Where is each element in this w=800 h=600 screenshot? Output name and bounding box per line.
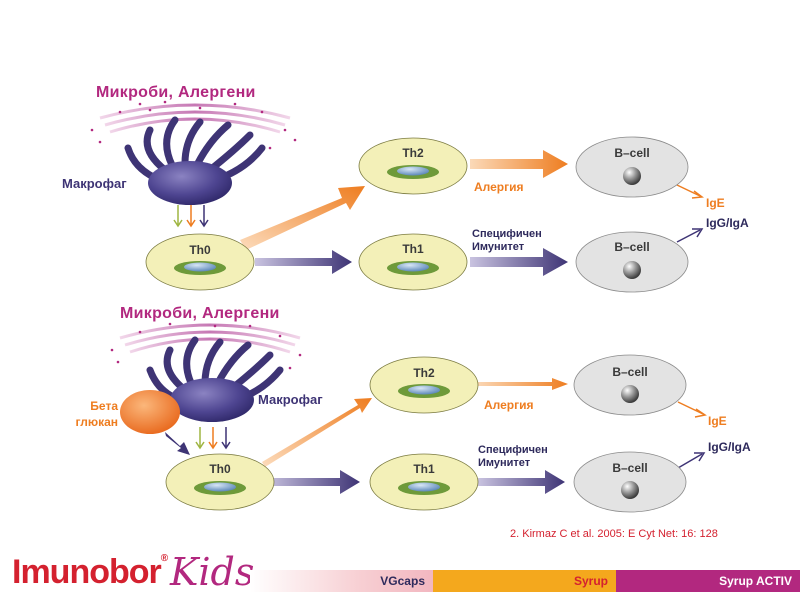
macrophage-top	[124, 116, 266, 205]
top-th0-label: Th0	[189, 243, 211, 257]
product-bar-syrup: Syrup	[433, 570, 616, 592]
top-bcell-th1-label: B–cell	[614, 240, 650, 254]
th2-cell-bottom	[369, 356, 479, 414]
arrow-th0-to-th1-bottom	[265, 470, 360, 494]
bottom-th0-label: Th0	[209, 462, 231, 476]
microbe-arcs-bottom	[110, 322, 302, 370]
arrow-bcell-to-igg-top	[676, 228, 704, 243]
top-macrophage-label: Макрофаг	[62, 176, 127, 191]
beta-glucan-particle	[120, 390, 180, 434]
arrow-th1-to-bcell-top	[470, 248, 568, 276]
bottom-bcell-th1-label: B–cell	[612, 461, 648, 475]
bcell-th2-bottom	[573, 354, 687, 416]
arrow-th1-to-bcell-bottom	[478, 470, 565, 494]
bottom-ige-label: IgE	[708, 414, 727, 428]
beta-glucan-label: Бета глюкан	[72, 398, 119, 430]
top-th2-label: Th2	[402, 146, 424, 160]
bottom-allergy-label: Алергия	[484, 398, 534, 412]
bottom-bcell-th2-label: B–cell	[612, 365, 648, 379]
bottom-igg-iga-label: IgG/IgA	[708, 440, 751, 454]
top-igg-iga-label: IgG/IgA	[706, 216, 749, 230]
arrow-th2-to-bcell-top	[470, 150, 568, 178]
brand-logo: Imunobor®	[12, 553, 168, 592]
arrow-bcell-to-igg-bottom	[677, 452, 706, 469]
macrophage-bottom	[146, 336, 284, 422]
arrow-bcell-to-ige-top	[676, 184, 704, 199]
bcell-th1-top	[575, 231, 689, 293]
top-specific-line1: Специфичен	[472, 228, 542, 240]
top-specific-immunity-label: Специфичен Имунитет	[472, 228, 542, 254]
arrow-bcell-to-ige-bottom	[677, 401, 707, 418]
arrow-th2-to-bcell-bottom	[475, 378, 568, 390]
brand-name: Imunobor	[12, 553, 162, 591]
microbe-arcs-top	[90, 100, 297, 150]
top-ige-label: IgE	[706, 196, 725, 210]
arrow-th0-to-th2-top	[240, 186, 365, 250]
top-th1-label: Th1	[402, 242, 424, 256]
product-bar-syrup-activ: Syrup ACTIV	[616, 570, 800, 592]
bottom-macrophage-label: Макрофаг	[258, 392, 323, 407]
th2-cell-top	[358, 137, 468, 195]
product-bar-vgcaps: VGcaps	[250, 570, 433, 592]
beta-line1: Бета	[90, 399, 118, 413]
th1-cell-bottom	[369, 453, 479, 511]
signal-arrows-top	[173, 205, 209, 228]
bottom-th2-label: Th2	[413, 366, 435, 380]
top-specific-line2: Имунитет	[472, 241, 525, 253]
bottom-th1-label: Th1	[413, 462, 435, 476]
th0-cell-top	[145, 233, 255, 291]
th0-cell-bottom	[165, 453, 275, 511]
arrow-th0-to-th1-top	[255, 250, 352, 274]
top-title: Микроби, Алергени	[96, 84, 256, 101]
bottom-title: Микроби, Алергени	[120, 305, 280, 322]
th1-cell-top	[358, 233, 468, 291]
top-bcell-th2-label: B–cell	[614, 146, 650, 160]
signal-arrows-bottom	[195, 427, 231, 450]
bottom-specific-line1: Специфичен	[478, 444, 548, 456]
top-allergy-label: Алергия	[474, 180, 524, 194]
beta-line2: глюкан	[75, 415, 119, 429]
bottom-specific-immunity-label: Специфичен Имунитет	[478, 444, 548, 470]
bcell-th2-top	[575, 136, 689, 198]
bcell-th1-bottom	[573, 451, 687, 513]
brand-registered-mark: ®	[160, 553, 168, 564]
bottom-specific-line2: Имунитет	[478, 457, 531, 469]
reference-citation: 2. Kirmaz C et al. 2005: E Cyt Net: 16: …	[510, 528, 718, 540]
brand-kids-logo: Kids	[170, 550, 255, 594]
arrow-th0-to-th2-bottom	[262, 398, 372, 467]
arrow-beta-to-th0	[165, 432, 190, 455]
